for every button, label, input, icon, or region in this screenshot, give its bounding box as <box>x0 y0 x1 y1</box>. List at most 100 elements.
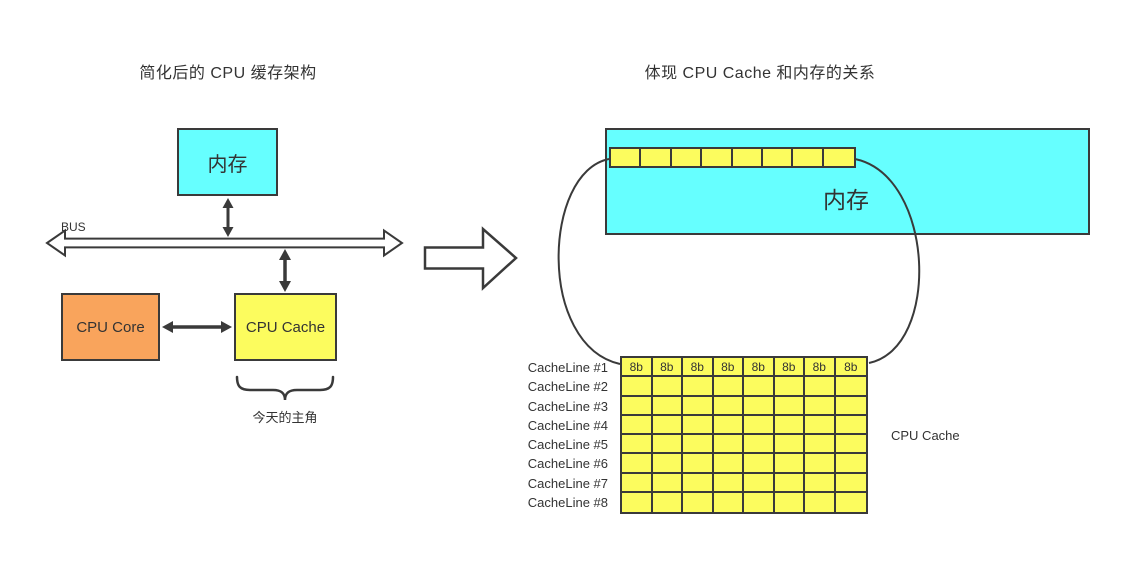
cache-cell: 8b <box>805 358 836 378</box>
cpu-core-box: CPU Core <box>61 293 160 361</box>
cache-cell <box>805 454 836 474</box>
cache-cell <box>683 396 714 416</box>
cache-cell <box>683 454 714 474</box>
cacheline-label: CacheLine #5 <box>527 437 608 452</box>
underbrace <box>235 375 335 401</box>
memory-box-right-label: 内存 <box>823 187 869 213</box>
memory-cell <box>824 149 854 166</box>
cache-cell <box>622 454 653 474</box>
cache-cell <box>683 415 714 435</box>
cache-cell <box>835 377 866 397</box>
cache-cell <box>744 377 775 397</box>
cache-cell <box>622 396 653 416</box>
cacheline-label: CacheLine #3 <box>527 398 608 414</box>
cache-cell <box>714 492 744 512</box>
cacheline-labels: CacheLine #1 CacheLine #2 CacheLine #3 Cach… <box>498 358 608 512</box>
cache-cell <box>652 454 683 474</box>
cache-cell: 8b <box>683 358 714 378</box>
cacheline-label: CacheLine #6 <box>527 456 608 472</box>
memory-cell <box>611 149 642 166</box>
protagonist-annotation: 今天的主角 <box>252 410 318 425</box>
cacheline-label: CacheLine #1 <box>527 360 608 375</box>
cache-cell <box>774 377 805 397</box>
cache-cell: 8b <box>652 358 683 378</box>
cache-cell <box>652 473 683 493</box>
cpu-cache-box: CPU Cache <box>234 293 337 361</box>
cache-cell <box>744 415 775 435</box>
cache-cell <box>744 492 775 512</box>
cacheline-label: CacheLine #7 <box>527 475 608 491</box>
memory-cell <box>702 149 733 166</box>
memory-cell <box>672 149 703 166</box>
cache-cell <box>744 454 775 474</box>
cacheline-label: CacheLine #8 <box>527 494 608 510</box>
cache-cell <box>744 396 775 416</box>
cache-cell <box>835 397 866 416</box>
cache-cell: 8b <box>835 358 866 378</box>
memory-box-left: 内存 <box>177 128 278 196</box>
cache-cell <box>622 492 653 512</box>
cache-cell <box>713 396 744 416</box>
right-title: 体现 CPU Cache 和内存的关系 <box>644 65 876 82</box>
cache-cell: 8b <box>744 358 775 378</box>
cache-cell <box>622 415 653 435</box>
cache-cell <box>835 454 866 474</box>
cache-cell <box>652 435 683 455</box>
cache-cell <box>805 396 836 416</box>
cache-cell <box>805 473 836 493</box>
cache-cell <box>805 415 836 435</box>
cpu-cache-label: CPU Cache <box>245 318 326 336</box>
cache-cell <box>805 435 836 455</box>
cache-cell <box>653 492 683 512</box>
memory-box-right <box>605 128 1090 235</box>
cache-cell <box>805 492 836 512</box>
memory-cell <box>733 149 763 166</box>
cache-cell <box>622 473 653 493</box>
memory-cell <box>793 149 824 166</box>
left-title: 简化后的 CPU 缓存架构 <box>139 65 317 82</box>
cache-cell <box>835 435 866 455</box>
cache-cell <box>622 435 653 455</box>
cache-cell <box>835 416 866 435</box>
cache-cell <box>713 377 744 397</box>
memory-cell <box>641 149 672 166</box>
cacheline-label: CacheLine #2 <box>527 379 608 395</box>
memory-box-left-label: 内存 <box>207 153 248 176</box>
cache-cell <box>683 492 714 512</box>
cache-cell <box>713 454 744 474</box>
cache-cell <box>774 473 805 493</box>
cache-cell <box>744 435 775 455</box>
cache-cell: 8b <box>774 358 805 378</box>
cache-cell <box>713 415 744 435</box>
cache-cell <box>683 377 714 397</box>
cache-cell: 8b <box>622 358 653 378</box>
core-cache-arrow <box>162 321 232 333</box>
cacheline-label: CacheLine #4 <box>527 417 608 433</box>
cache-cell <box>652 396 683 416</box>
bus-arrow <box>45 228 404 258</box>
memory-cells <box>609 147 856 168</box>
memory-cell <box>763 149 794 166</box>
cache-cell <box>713 435 744 455</box>
cache-cell: 8b <box>713 358 744 378</box>
cache-cell <box>683 473 714 493</box>
cpu-core-label: CPU Core <box>76 318 145 336</box>
cache-cell <box>652 377 683 397</box>
cache-cell <box>836 493 867 512</box>
cache-cell <box>622 377 653 397</box>
bus-cache-arrow <box>279 249 291 292</box>
cache-cell <box>713 473 744 493</box>
memory-bus-arrow <box>222 198 234 237</box>
cache-cell <box>805 377 836 397</box>
cache-cell <box>744 473 775 493</box>
bus-label: BUS <box>61 220 86 234</box>
transform-arrow <box>423 226 518 291</box>
cache-cell <box>774 396 805 416</box>
cache-cell <box>683 435 714 455</box>
cache-cell <box>774 454 805 474</box>
cache-cell <box>774 415 805 435</box>
cache-cell <box>835 474 866 493</box>
cpu-cache-grid-label: CPU Cache <box>891 428 960 443</box>
